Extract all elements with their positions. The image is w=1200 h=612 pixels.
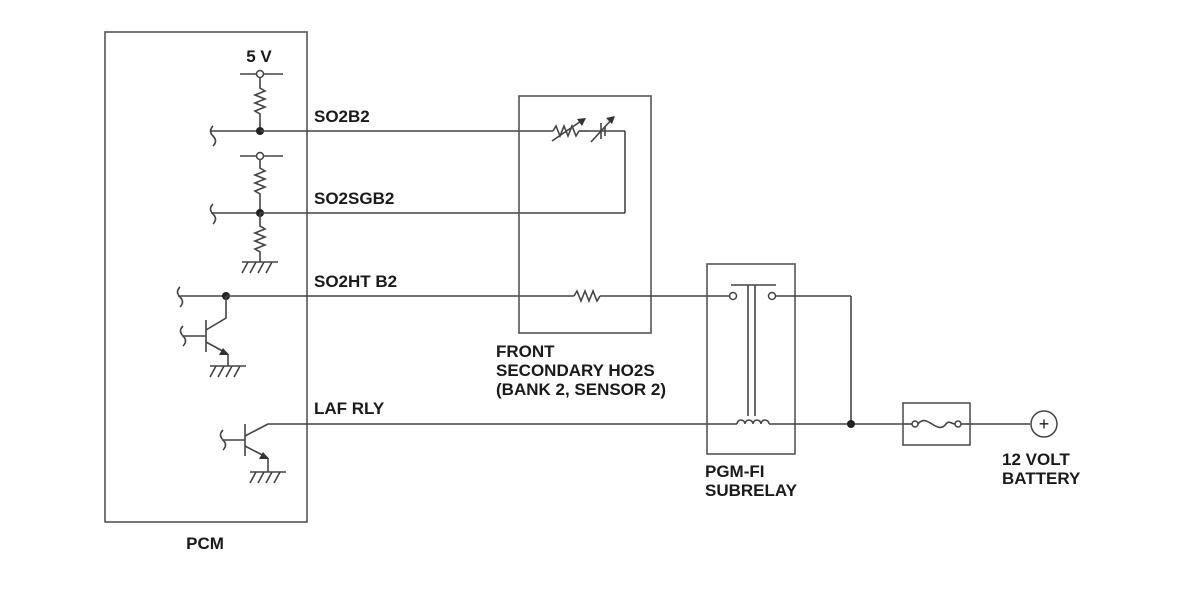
relay-label-line1: PGM-FI <box>705 462 765 481</box>
lafrly-label: LAF RLY <box>314 399 385 418</box>
heater-resistor-icon <box>573 288 601 304</box>
pgm-fi-subrelay: PGM-FI SUBRELAY <box>705 263 798 500</box>
ground-icon-1 <box>241 261 278 274</box>
relay-box <box>706 263 796 455</box>
so2htb2-label: SO2HT B2 <box>314 272 397 291</box>
pcm-unit: PCM 5 V <box>104 31 308 553</box>
battery-label-line1: 12 VOLT <box>1002 450 1070 469</box>
fuse-icon <box>902 402 971 446</box>
ho2s-label-line2: SECONDARY HO2S <box>496 361 655 380</box>
supply-terminal-top <box>255 69 265 79</box>
battery: + 12 VOLT BATTERY <box>1002 410 1081 488</box>
ho2s-label-line1: FRONT <box>496 342 555 361</box>
battery-terminal-icon <box>1030 410 1058 438</box>
relay-label-line2: SUBRELAY <box>705 481 798 500</box>
pullup-resistor-2 <box>252 159 268 213</box>
so2sgb2-label: SO2SGB2 <box>314 189 394 208</box>
ho2s-label-line3: (BANK 2, SENSOR 2) <box>496 380 666 399</box>
heater-driver-transistor-icon <box>179 296 229 366</box>
ground-icon-3 <box>249 471 286 484</box>
battery-label-line2: BATTERY <box>1002 469 1081 488</box>
relay-contact-left <box>728 291 738 301</box>
supply-5v-label: 5 V <box>246 47 272 66</box>
ground-icon-2 <box>209 365 246 378</box>
pulldown-resistor <box>252 213 268 262</box>
input-break-icon-1 <box>209 125 217 147</box>
laf-relay-driver-transistor-icon <box>219 423 269 472</box>
input-break-icon-2 <box>209 203 217 225</box>
front-secondary-ho2s: FRONT SECONDARY HO2S (BANK 2, SENSOR 2) <box>496 95 666 399</box>
pullup-resistor-1 <box>252 77 268 131</box>
input-break-icon-3 <box>176 286 184 308</box>
pcm-label: PCM <box>186 534 224 553</box>
relay-contact-right <box>767 291 777 301</box>
battery-plus-symbol: + <box>1039 414 1050 434</box>
ho2s-box <box>518 95 652 334</box>
supply-terminal-mid <box>255 151 265 161</box>
junction-node <box>847 420 855 428</box>
variable-resistor-icon <box>551 118 586 142</box>
relay-coil-icon <box>736 419 770 425</box>
so2b2-label: SO2B2 <box>314 107 370 126</box>
pcm-box <box>104 31 308 523</box>
sensing-element-icon <box>590 116 625 143</box>
